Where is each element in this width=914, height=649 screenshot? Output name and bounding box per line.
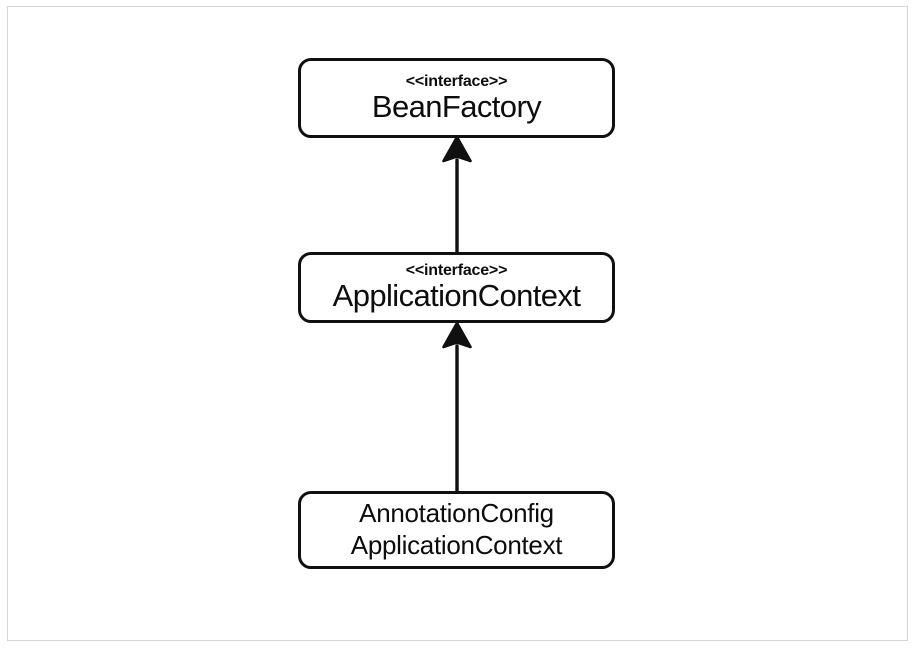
generalization-arrow-applicationcontext-to-beanfactory [442, 135, 472, 260]
class-node-beanfactory[interactable]: <<interface>> BeanFactory [298, 58, 615, 138]
generalization-arrow-annotationconfigapplicationcontext-to-applicationcontext [442, 321, 472, 498]
class-name-label-line2: ApplicationContext [350, 530, 563, 560]
class-node-annotationconfigapplicationcontext[interactable]: AnnotationConfig ApplicationContext [298, 491, 615, 569]
class-name-label: BeanFactory [371, 88, 542, 124]
class-name-label: ApplicationContext [332, 277, 581, 313]
class-name-label-line1: AnnotationConfig [359, 498, 554, 529]
stereotype-label: <<interface>> [405, 262, 508, 280]
arrowhead-filled-triangle [442, 135, 472, 163]
class-node-applicationcontext[interactable]: <<interface>> ApplicationContext [298, 252, 615, 323]
stereotype-label: <<interface>> [405, 73, 508, 91]
arrowhead-filled-triangle [442, 321, 472, 349]
